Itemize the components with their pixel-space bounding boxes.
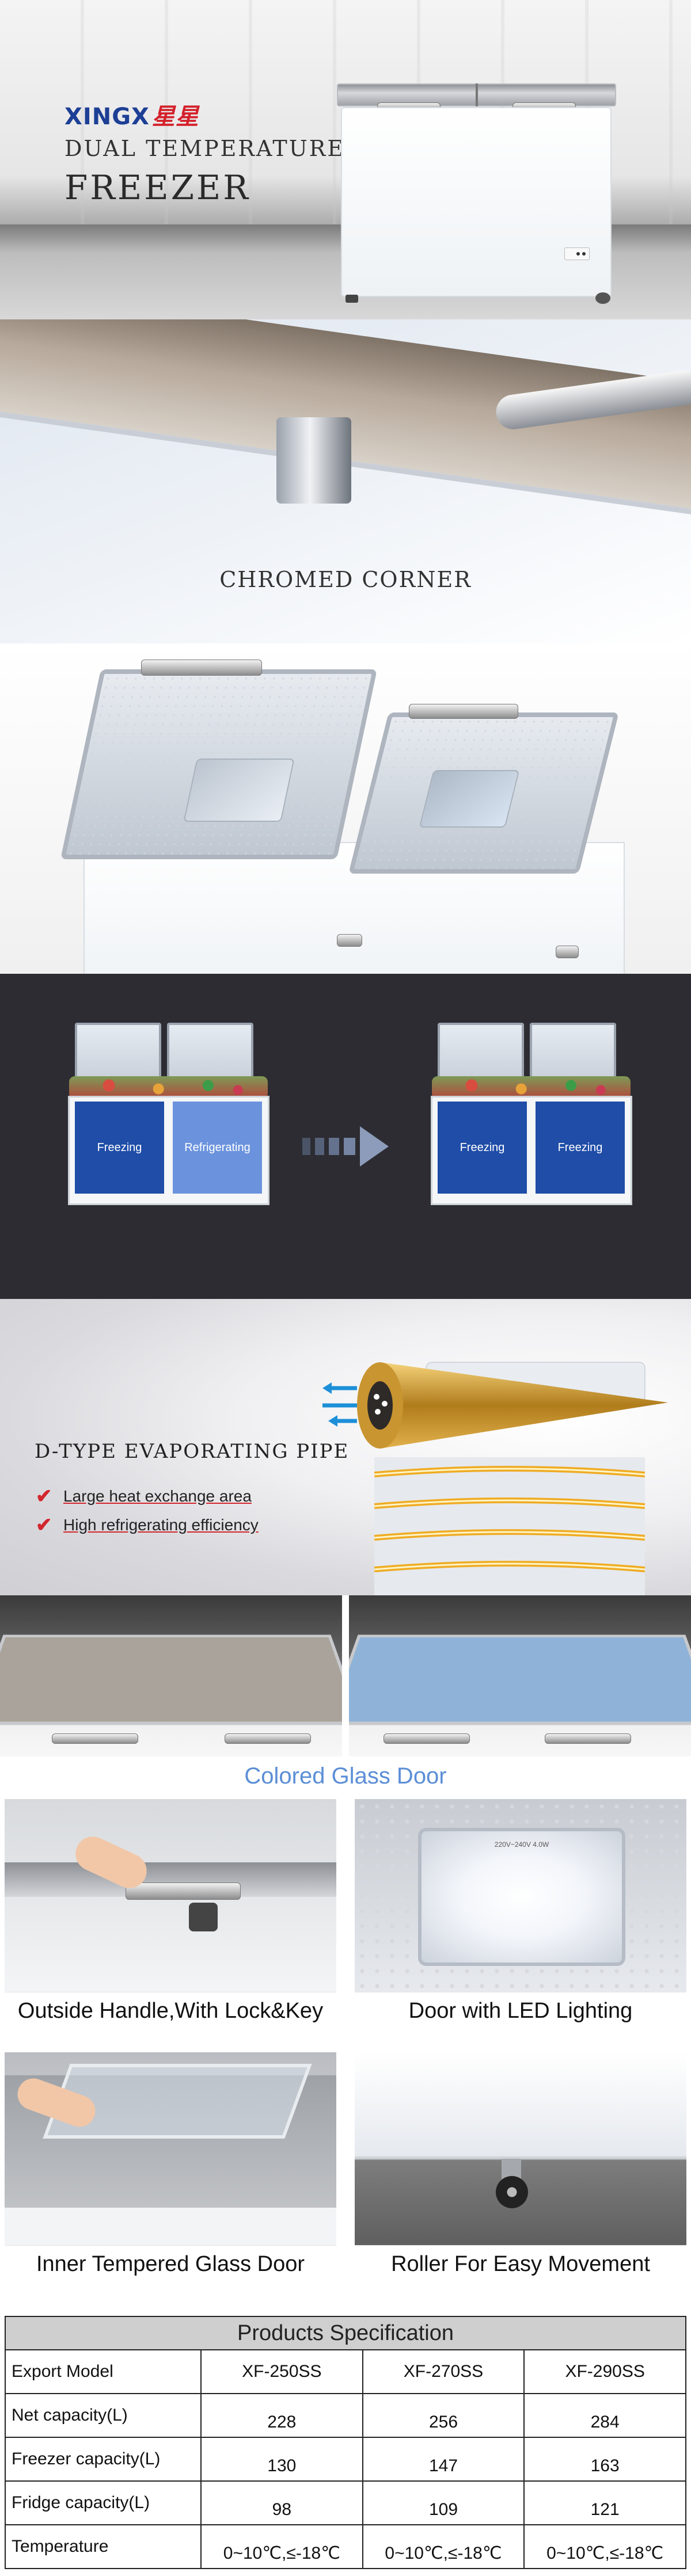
specification-section: Products Specification Export Model XF-2…: [0, 2294, 691, 2576]
handle-lock-photo: [5, 1799, 336, 1992]
hero-subtitle: DUAL TEMPERATURE: [64, 136, 346, 161]
table-cell: 98: [200, 2480, 363, 2525]
lid-divider: [476, 83, 478, 106]
feature-tile-handle: Outside Handle,With Lock&Key: [5, 1799, 336, 2029]
check-icon: ✔: [36, 1485, 52, 1507]
open-lids-section: [0, 643, 691, 974]
led-lighting-photo: 220V~240V 4.0W: [355, 1799, 686, 1992]
roller-wheel: [496, 2176, 528, 2208]
inner-glass-photo: [5, 2052, 336, 2245]
colored-glass-section: Colored Glass Door: [0, 1595, 691, 1799]
gray-glass-photo: [0, 1595, 342, 1756]
hero-title: FREEZER: [64, 168, 250, 207]
lid-light-panel: [419, 770, 520, 828]
chromed-corner-section: CHROMED CORNER: [0, 319, 691, 643]
table-header-row: Export Model XF-250SS XF-270SS XF-290SS: [5, 2349, 686, 2394]
pipe-title: D-TYPE EVAPORATING PIPE: [35, 1440, 350, 1463]
arrow-right-icon: [302, 1126, 389, 1167]
freezer-body: [341, 107, 612, 297]
table-cell: 0~10℃,≤-18℃: [362, 2524, 525, 2569]
lid-emblem-left: [183, 759, 295, 822]
food-items: [432, 1076, 631, 1099]
foot-left: [346, 295, 358, 303]
feature-caption: Roller For Easy Movement: [355, 2245, 686, 2282]
specification-table: Products Specification Export Model XF-2…: [5, 2316, 686, 2569]
header-cell: XF-290SS: [523, 2349, 686, 2394]
blue-glass-photo: [349, 1595, 691, 1756]
feature-caption: Inner Tempered Glass Door: [5, 2245, 336, 2282]
table-cell: 121: [523, 2480, 686, 2525]
header-cell: XF-250SS: [200, 2349, 363, 2394]
hinge-right: [556, 946, 579, 958]
mini-lid: [167, 1023, 253, 1086]
led-panel: 220V~240V 4.0W: [418, 1828, 625, 1966]
feature-tile-roller: Roller For Easy Movement: [355, 2052, 686, 2282]
header-cell: XF-270SS: [362, 2349, 525, 2394]
zone-freezing: Freezing: [438, 1102, 527, 1194]
temperature-conversion-section: Freezing Refrigerating Freezing Freezing: [0, 974, 691, 1299]
row-label: Temperature: [5, 2524, 202, 2569]
colored-glass-label: Colored Glass Door: [244, 1763, 447, 1789]
handle: [384, 1733, 470, 1744]
handle: [225, 1733, 311, 1744]
table-row: Fridge capacity(L) 98 109 121: [5, 2480, 686, 2525]
feature-text: Large heat exchange area: [63, 1487, 252, 1505]
pipe-cone-illustration: [322, 1362, 668, 1449]
roller: [595, 292, 610, 304]
spec-title: Products Specification: [5, 2316, 686, 2350]
feature-grid: Outside Handle,With Lock&Key 220V~240V 4…: [0, 1799, 691, 2294]
lock-hinge: [337, 934, 362, 947]
brand-name: XINGX: [64, 104, 150, 130]
table-row: Temperature 0~10℃,≤-18℃ 0~10℃,≤-18℃ 0~10…: [5, 2524, 686, 2569]
feature-caption: Door with LED Lighting: [355, 1992, 686, 2029]
brand-mark: 星星: [151, 104, 199, 130]
gray-glass-lid: [0, 1634, 342, 1725]
chromed-corner-label: CHROMED CORNER: [219, 567, 472, 592]
check-icon: ✔: [36, 1514, 52, 1536]
evaporating-pipe-section: D-TYPE EVAPORATING PIPE ✔ Large heat exch…: [0, 1299, 691, 1595]
open-lid-handle-left: [141, 660, 262, 676]
table-row: Freezer capacity(L) 130 147 163: [5, 2437, 686, 2482]
roller-photo: [355, 2052, 686, 2245]
table-cell: 147: [362, 2437, 525, 2482]
table-row: Net capacity(L) 228 256 284: [5, 2393, 686, 2438]
table-cell: 284: [523, 2393, 686, 2438]
feature-tile-led: 220V~240V 4.0W Door with LED Lighting: [355, 1799, 686, 2029]
control-panel: [564, 247, 590, 260]
open-lid-handle-right: [409, 704, 518, 719]
table-cell: 109: [362, 2480, 525, 2525]
handle: [545, 1733, 631, 1744]
evaporator-coils-illustration: [374, 1457, 645, 1595]
table-cell: 163: [523, 2437, 686, 2482]
zone-freezing: Freezing: [536, 1102, 625, 1194]
row-label: Fridge capacity(L): [5, 2480, 202, 2525]
feature-item: ✔ High refrigerating efficiency: [36, 1514, 259, 1537]
table-cell: 130: [200, 2437, 363, 2482]
row-label: Freezer capacity(L): [5, 2437, 202, 2482]
led-label: 220V~240V 4.0W: [494, 1840, 549, 1849]
handle: [52, 1733, 138, 1744]
feature-text: High refrigerating efficiency: [63, 1516, 259, 1534]
table-cell: 0~10℃,≤-18℃: [200, 2524, 363, 2569]
blue-glass-lid: [349, 1634, 691, 1725]
row-label: Net capacity(L): [5, 2393, 202, 2438]
feature-tile-glass-door: Inner Tempered Glass Door: [5, 2052, 336, 2282]
feature-caption: Outside Handle,With Lock&Key: [5, 1992, 336, 2029]
header-cell: Export Model: [5, 2349, 202, 2394]
feature-item: ✔ Large heat exchange area: [36, 1485, 252, 1508]
zone-refrigerating: Refrigerating: [173, 1102, 262, 1194]
table-cell: 256: [362, 2393, 525, 2438]
outside-handle: [126, 1883, 241, 1900]
table-cell: 0~10℃,≤-18℃: [523, 2524, 686, 2569]
table-cell: 228: [200, 2393, 363, 2438]
zone-freezing: Freezing: [75, 1102, 164, 1194]
chrome-corner-piece: [276, 417, 351, 504]
food-items: [69, 1076, 268, 1099]
